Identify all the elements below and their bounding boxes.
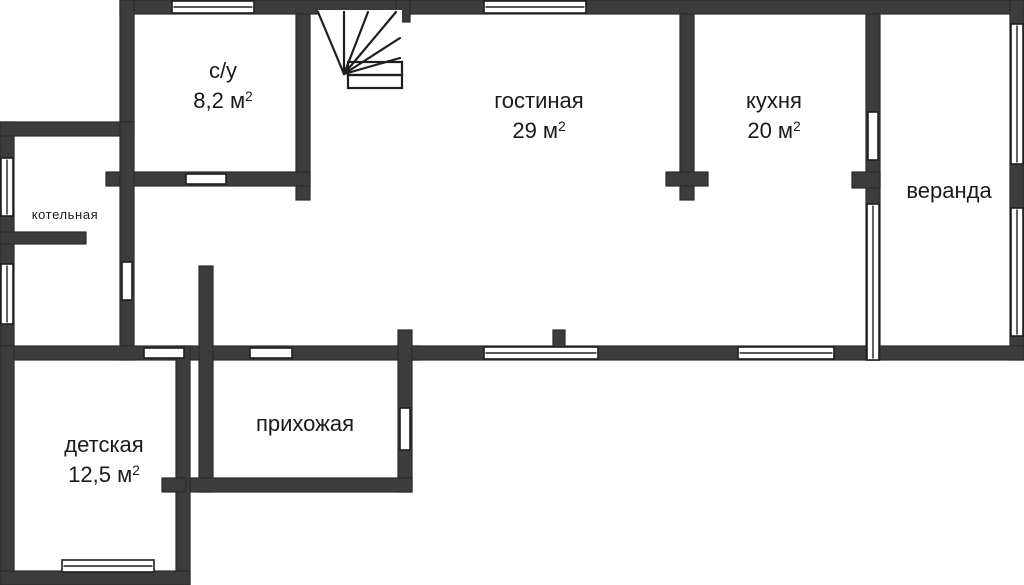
wall-wall-boiler-stub [0,231,87,245]
door-boiler-bottom-frame [143,347,185,359]
window-detskaya-bot [61,559,155,573]
wall-ext-bottom-detsk [0,570,191,585]
wall-wall-boiler-right [119,121,135,361]
staircase-straight-tread-2 [346,73,404,90]
staircase-winder-tread-6 [342,56,402,76]
wall-wall-nub-detsk [161,477,187,493]
room-name-gostinaya: гостиная [494,88,583,113]
door-kuhnya-veranda-frame [867,111,879,161]
door-su-bottom-frame [185,173,227,185]
window-left-boiler-1 [0,157,14,217]
wall-wall-kuhnya-l-tail [679,185,695,201]
wall-wall-kuhnya-l-foot [665,171,709,187]
room-label-detskaya: детская 12,5 м2 [64,432,143,487]
room-label-kuhnya: кухня 20 м2 [746,88,802,143]
wall-wall-detskaya-r [175,345,191,585]
door-su-bottom [185,173,227,185]
window-bottom-kuhnya [737,346,835,360]
staircase-body [318,10,402,88]
room-name-kotelnaya: котельная [32,207,99,222]
window-bottom-gost [483,346,599,360]
room-name-su: с/у [209,58,237,83]
room-area-gostinaya: 29 м2 [512,118,565,143]
wall-wall-prihozh-bot [175,477,413,493]
wall-wall-veranda-stub [851,171,881,189]
wall-ext-left-lower [0,345,15,585]
room-label-kotelnaya: котельная [32,207,99,222]
door-prihozh-right-frame [399,407,411,451]
staircase-winder-tread-1 [316,10,346,76]
room-area-su: 8,2 м2 [193,88,252,113]
room-label-prihozhaya: прихожая [256,411,354,436]
room-label-veranda: веранда [906,178,992,203]
staircase [316,10,404,90]
room-name-veranda: веранда [906,178,992,203]
window-top-gostinaya [483,0,587,14]
room-area-detskaya: 12,5 м2 [68,462,140,487]
room-label-gostinaya: гостиная 29 м2 [494,88,583,143]
room-area-kuhnya: 20 м2 [747,118,800,143]
wall-wall-su-right [295,13,311,201]
door-prihozh-top [249,347,293,359]
wall-wall-kuhnya-left [679,13,695,187]
door-prihozh-top-frame [249,347,293,359]
room-label-su: с/у 8,2 м2 [193,58,252,113]
wall-wall-corridor-nub [552,329,566,349]
window-top-su [171,0,255,14]
door-boiler-bottom [143,347,185,359]
staircase-winder-tread-4 [342,10,398,76]
wall-wall-prihozh-left [198,265,214,493]
wall-ext-bottom-right [865,345,1024,361]
window-veranda-r-2 [1010,207,1024,337]
window-left-boiler-2 [0,263,14,325]
door-kuhnya-veranda [867,111,879,161]
door-prihozh-right [399,407,411,451]
room-labels-layer: с/у 8,2 м2 котельная гостиная 29 м2 кухня 20 м… [32,58,993,487]
window-veranda-left [866,203,880,361]
door-boiler-right [121,261,133,301]
window-veranda-r-1 [1010,23,1024,165]
wall-ext-top-boiler [0,121,135,137]
room-name-prihozhaya: прихожая [256,411,354,436]
wall-ext-left-upper [119,0,135,123]
room-name-detskaya: детская [64,432,143,457]
staircase-winder-tread-5 [342,36,402,76]
room-name-kuhnya: кухня [746,88,802,113]
openings-layer [0,0,1024,573]
door-boiler-right-frame [121,261,133,301]
